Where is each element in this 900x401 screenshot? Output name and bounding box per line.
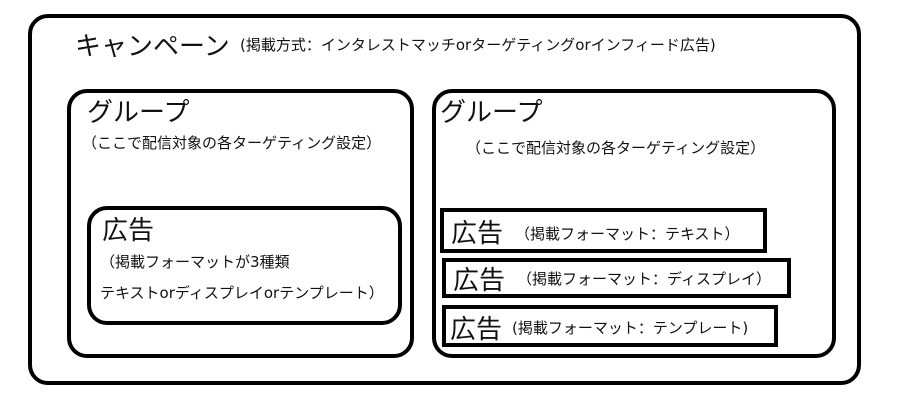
group-note-2: （ここで配信対象の各ターゲティング設定） — [466, 139, 766, 157]
campaign-note: (掲載方式：インタレストマッチorターゲティングorインフィード広告) — [240, 36, 716, 54]
ad-box-template — [442, 305, 778, 347]
ad-note: （掲載フォーマット：テキスト） — [515, 225, 740, 243]
ad-note-line1: （掲載フォーマットが3種類 — [100, 253, 290, 271]
ad-title: 広告 — [451, 219, 504, 249]
campaign-box — [28, 14, 861, 385]
group-note-1: （ここで配信対象の各ターゲティング設定） — [82, 134, 382, 152]
ad-box-1 — [87, 206, 402, 325]
ad-box-display — [442, 258, 791, 298]
campaign-title: キャンペーン — [75, 32, 230, 62]
group-title-1: グループ — [87, 98, 190, 128]
group-box-1 — [67, 89, 414, 358]
group-box-2 — [432, 89, 836, 358]
ad-box-text — [440, 208, 767, 253]
group-title-2: グループ — [440, 98, 543, 128]
ad-note-line2: テキストorディスプレイorテンプレート） — [100, 284, 384, 302]
ad-title: 広告 — [450, 315, 503, 345]
ad-note: (掲載フォーマット：テンプレート) — [512, 319, 749, 337]
ad-note: （掲載フォーマット：ディスプレイ） — [517, 270, 771, 288]
ad-title: 広告 — [453, 266, 506, 296]
ad-title: 広告 — [102, 216, 155, 246]
